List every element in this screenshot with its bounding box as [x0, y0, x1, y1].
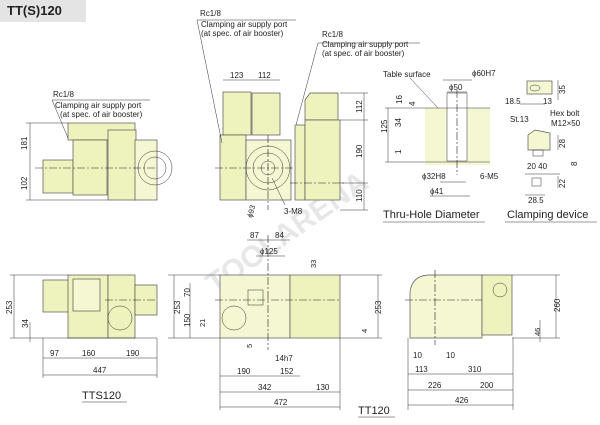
dim-1: 1	[394, 149, 403, 154]
dim-130: 130	[316, 383, 330, 392]
dim-phi41: ϕ41	[430, 187, 444, 196]
dim-10-right: 10	[446, 351, 455, 360]
dim-18-5: 18.5	[505, 97, 521, 106]
st13-label: St.13	[510, 115, 529, 124]
dim-phi32h8: ϕ32H8	[422, 172, 446, 181]
dim-10-left: 10	[413, 351, 422, 360]
dim-70: 70	[183, 288, 192, 297]
port-note-label: (at spec. of air booster)	[60, 110, 143, 119]
tt120-front-view	[168, 235, 382, 410]
dim-190: 190	[355, 144, 364, 158]
dim-87: 87	[250, 231, 259, 240]
dim-160: 160	[82, 349, 96, 358]
dim-phi125: ϕ125	[260, 247, 278, 256]
m12-label: M12×50	[551, 119, 581, 128]
dim-phi60h7: ϕ60H7	[472, 69, 496, 78]
dim-3-m8: 3-M8	[284, 207, 303, 216]
thru-hole-detail	[383, 77, 490, 223]
dim-97: 97	[50, 349, 59, 358]
port-desc-label: Clamping air supply port	[201, 20, 288, 29]
dim-13: 13	[543, 97, 552, 106]
dim-34: 34	[394, 118, 403, 127]
dim-190: 190	[237, 367, 251, 376]
dim-14h7: 14h7	[275, 354, 293, 363]
dim-472: 472	[274, 398, 288, 407]
port-note-label: (at spec. of air booster)	[322, 49, 405, 58]
dim-phi50: ϕ50	[449, 83, 463, 92]
dim-253: 253	[5, 300, 14, 314]
dim-110: 110	[355, 189, 364, 202]
drawing-title: TT(S)120	[7, 3, 62, 18]
dim-84: 84	[275, 231, 284, 240]
hex-bolt-label: Hex bolt	[550, 109, 580, 118]
title-box	[0, 0, 86, 22]
port-desc-label: Clamping air supply port	[55, 101, 142, 110]
clamping-device-title: Clamping device	[507, 209, 588, 221]
tt120-title: TT120	[358, 405, 390, 417]
dim-46: 46	[533, 328, 542, 336]
dim-152: 152	[280, 367, 294, 376]
dim-21: 21	[198, 319, 207, 327]
tt120-side-view	[405, 270, 560, 410]
clamping-device-detail	[505, 80, 597, 223]
dim-342: 342	[258, 383, 272, 392]
port-code-label: Rc1/8	[53, 90, 74, 99]
tts120-front-view	[10, 274, 158, 403]
dim-35: 35	[558, 85, 567, 94]
port-code-label: Rc1/8	[322, 30, 343, 39]
dim-447: 447	[93, 366, 107, 375]
dim-253: 253	[173, 300, 182, 314]
dim-310: 310	[468, 365, 482, 374]
dim-150: 150	[183, 313, 192, 327]
dim-5: 5	[245, 344, 254, 348]
dim-6-m5: 6-M5	[480, 172, 499, 181]
dim-22: 22	[558, 179, 567, 188]
table-surface-label: Table surface	[383, 70, 431, 79]
port-desc-label: Clamping air supply port	[322, 40, 409, 49]
dim-253-right: 253	[374, 300, 383, 314]
dim-8: 8	[570, 161, 579, 166]
port-code-label: Rc1/8	[200, 9, 221, 18]
dim-113: 113	[415, 365, 428, 374]
dim-4: 4	[360, 329, 369, 333]
dim-112: 112	[258, 71, 271, 80]
dim-16: 16	[395, 95, 404, 104]
dim-426: 426	[455, 396, 469, 405]
top-left-view	[26, 99, 173, 201]
thru-hole-title: Thru-Hole Diameter	[383, 209, 480, 221]
port-note-label: (at spec. of air booster)	[201, 29, 284, 38]
dim-112: 112	[355, 100, 364, 113]
top-right-view	[290, 42, 420, 211]
dim-4: 4	[408, 101, 417, 106]
dim-226: 226	[428, 381, 442, 390]
dim-20-40: 20 40	[527, 162, 548, 171]
dim-125: 125	[380, 119, 389, 133]
top-middle-view	[196, 19, 300, 210]
dim-102: 102	[20, 176, 29, 190]
dim-28: 28	[558, 139, 567, 148]
dim-200: 200	[480, 381, 494, 390]
dim-phi93: ϕ93	[245, 204, 257, 218]
dim-190: 190	[126, 349, 140, 358]
dim-34: 34	[21, 319, 30, 328]
dim-260: 260	[553, 298, 562, 312]
dim-123: 123	[230, 71, 244, 80]
dim-181: 181	[20, 136, 29, 150]
dim-28-5: 28.5	[528, 196, 544, 205]
dim-33: 33	[309, 260, 318, 268]
tts120-title: TTS120	[82, 390, 121, 402]
